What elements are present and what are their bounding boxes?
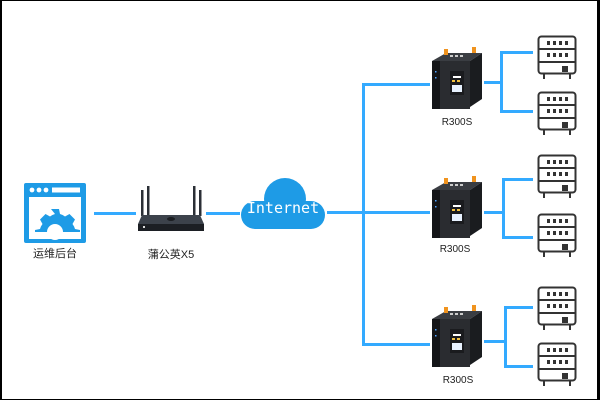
industrial-router-icon [432,176,482,238]
link-router-3-server-b [504,365,533,368]
internet-label: Internet [246,199,320,217]
link-router-2-branch [502,178,505,238]
internet-cloud-node[interactable]: Internet [240,177,326,231]
r300s-router-2-label: R300S [439,244,471,255]
r300s-router-1[interactable] [430,47,484,111]
r300s-router-1-label: R300S [441,117,473,128]
industrial-router-icon [432,47,482,109]
link-gateway-to-internet [206,212,240,215]
ops-platform-node[interactable] [24,183,86,243]
link-router-3-branch [504,306,507,368]
link-bus-vertical [362,83,365,346]
link-bus-to-router-1 [362,83,430,86]
link-internet-trunk [327,211,430,214]
cloud-icon [241,178,325,229]
gateway-router-label: 蒲公英X5 [147,249,195,261]
server-1b[interactable] [537,91,577,135]
server-3b[interactable] [537,342,577,386]
server-icon [537,213,577,257]
gateway-router-node[interactable] [136,184,206,234]
server-2b[interactable] [537,213,577,257]
server-icon [537,342,577,386]
server-icon [537,35,577,79]
link-router-1-stub [484,81,502,84]
r300s-router-3-label: R300S [442,375,474,386]
link-bus-to-router-3 [362,343,430,346]
router-icon [138,186,204,231]
link-ops-to-gateway [94,212,136,215]
link-router-1-branch [500,51,503,113]
r300s-router-2[interactable] [430,176,484,240]
r300s-router-3[interactable] [430,305,484,369]
server-3a[interactable] [537,286,577,330]
browser-gear-icon [24,183,86,243]
link-router-3-stub [484,340,506,343]
link-router-2-server-a [502,178,533,181]
ops-platform-label: 运维后台 [33,248,77,260]
server-icon [537,91,577,135]
industrial-router-icon [432,305,482,367]
link-router-3-server-a [504,306,533,309]
server-icon [537,286,577,330]
server-1a[interactable] [537,35,577,79]
server-icon [537,154,577,198]
link-router-2-server-b [502,236,533,239]
link-router-2-stub [484,211,504,214]
link-router-1-server-b [500,110,533,113]
server-2a[interactable] [537,154,577,198]
link-router-1-server-a [500,51,533,54]
